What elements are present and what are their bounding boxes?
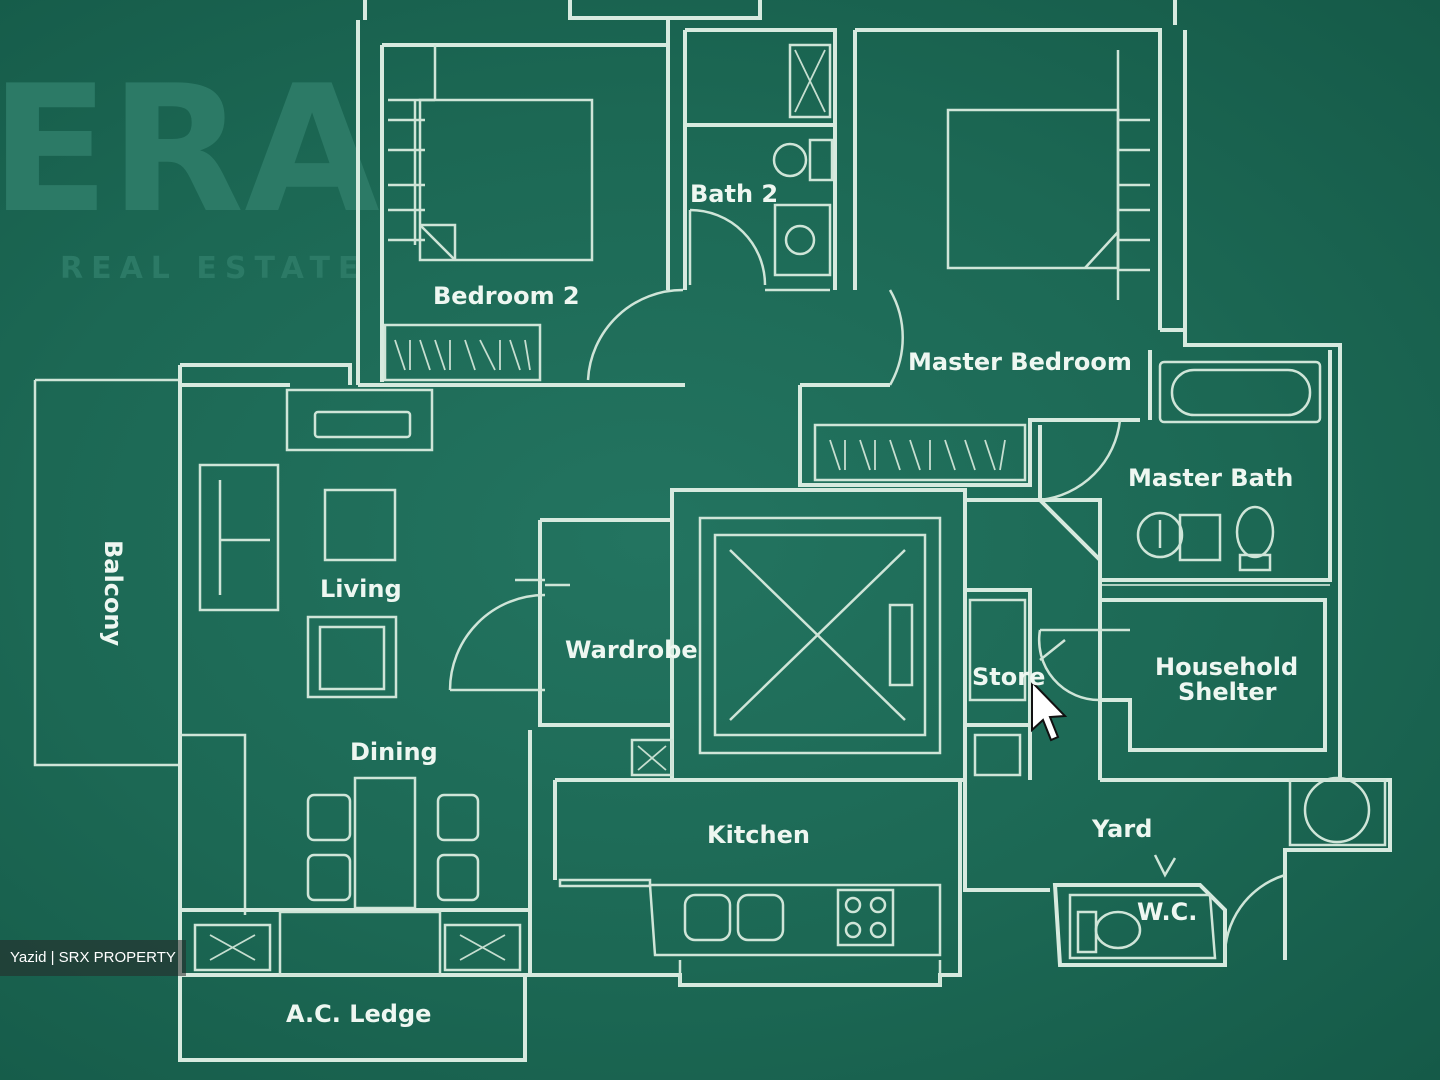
kitchen <box>528 730 965 987</box>
label-living: Living <box>320 575 402 603</box>
label-wc: W.C. <box>1137 898 1197 926</box>
label-household: Household <box>1155 653 1298 681</box>
master-bath <box>1038 350 1332 586</box>
label-shelter: Shelter <box>1178 678 1277 706</box>
label-dining: Dining <box>350 738 438 766</box>
label-bedroom-2: Bedroom 2 <box>433 282 580 310</box>
top-edge-walls <box>363 0 1177 25</box>
label-master-bedroom: Master Bedroom <box>908 348 1132 376</box>
label-bath-2: Bath 2 <box>690 180 778 208</box>
label-balcony: Balcony <box>99 540 127 647</box>
label-yard: Yard <box>1091 815 1152 843</box>
living-dining <box>178 363 480 915</box>
balcony <box>33 378 180 767</box>
label-wardrobe: Wardrobe <box>565 636 698 664</box>
store-shelter <box>965 498 1327 780</box>
cursor-icon <box>1031 679 1068 742</box>
bedroom-2 <box>356 20 685 387</box>
ac-ledge <box>178 908 532 1062</box>
watermark-logo: ERA <box>0 49 380 252</box>
label-master-bath: Master Bath <box>1128 464 1293 492</box>
label-ac-ledge: A.C. Ledge <box>286 1000 431 1028</box>
label-kitchen: Kitchen <box>707 821 810 849</box>
lift-core <box>448 488 967 782</box>
yard-wc <box>963 776 1392 967</box>
photo-credit: Yazid | SRX PROPERTY <box>0 940 186 976</box>
watermark-subtext: REAL ESTATE <box>60 251 366 286</box>
bath-2 <box>666 20 857 292</box>
label-store: Store <box>972 663 1045 691</box>
master-bedroom <box>798 28 1342 780</box>
